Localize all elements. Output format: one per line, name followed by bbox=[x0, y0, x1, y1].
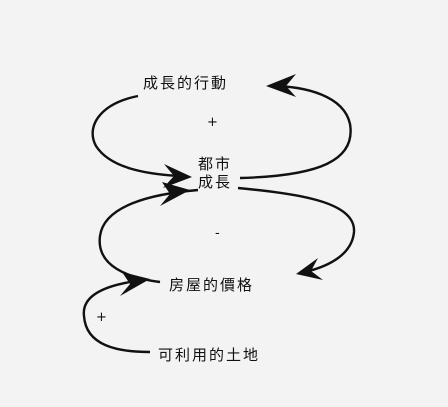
node-growth-action: 成長的行動 bbox=[143, 74, 229, 92]
arrowhead-into-city-growth-bottom bbox=[160, 182, 190, 206]
loop-top-left-arc bbox=[91, 94, 179, 178]
arrowhead-into-city-growth-top bbox=[163, 164, 192, 188]
node-city-growth-line1: 都市 bbox=[198, 155, 233, 173]
loop-middle-left-arc bbox=[98, 188, 199, 284]
loop-middle-right-arc bbox=[237, 186, 356, 274]
polarity-middle-loop: - bbox=[215, 226, 220, 241]
loop-top-right-arc bbox=[239, 84, 352, 180]
arrowhead-into-housing-price bbox=[296, 258, 323, 280]
node-available-land: 可利用的土地 bbox=[158, 346, 261, 364]
arrowhead-into-growth-action bbox=[266, 74, 296, 97]
node-city-growth: 都市 成長 bbox=[198, 155, 238, 191]
arrowhead-from-land bbox=[120, 272, 150, 296]
polarity-top-loop: + bbox=[207, 115, 218, 130]
land-link-arc bbox=[82, 280, 151, 354]
node-housing-price: 房屋的價格 bbox=[169, 276, 255, 294]
polarity-land-link: + bbox=[96, 310, 107, 325]
node-city-growth-line2: 成長 bbox=[198, 173, 233, 191]
